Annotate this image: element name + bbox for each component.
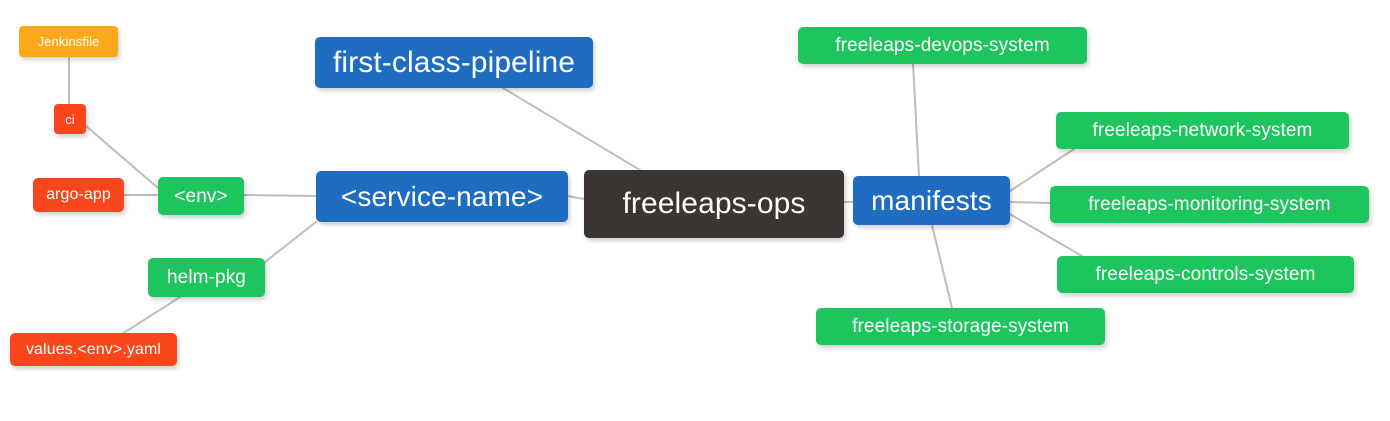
- edge-manifests-to-freeleaps-network-system: [1009, 148, 1075, 192]
- node-label-freeleaps-monitoring-system: freeleaps-monitoring-system: [1088, 194, 1331, 215]
- node-label-freeleaps-ops: freeleaps-ops: [622, 187, 806, 220]
- node-manifests[interactable]: manifests: [853, 176, 1010, 225]
- edge-manifests-to-freeleaps-devops-system: [912, 63, 920, 177]
- node-label-freeleaps-controls-system: freeleaps-controls-system: [1095, 264, 1316, 285]
- node-label-manifests: manifests: [871, 184, 992, 216]
- node-label-helm-pkg: helm-pkg: [167, 267, 246, 288]
- node-label-env: <env>: [174, 185, 228, 207]
- node-service-name[interactable]: <service-name>: [316, 171, 568, 222]
- node-label-first-class-pipeline: first-class-pipeline: [332, 45, 576, 79]
- node-jenkinsfile[interactable]: Jenkinsfile: [19, 26, 118, 57]
- node-freeleaps-ops[interactable]: freeleaps-ops: [584, 170, 844, 238]
- edge-helm-pkg-to-values-env-yaml: [121, 296, 181, 335]
- node-freeleaps-storage-system[interactable]: freeleaps-storage-system: [816, 308, 1105, 345]
- node-label-freeleaps-devops-system: freeleaps-devops-system: [835, 35, 1050, 56]
- node-label-values-env-yaml: values.<env>.yaml: [25, 340, 162, 358]
- node-label-freeleaps-network-system: freeleaps-network-system: [1092, 120, 1313, 141]
- edge-service-name-to-helm-pkg: [264, 221, 317, 263]
- edge-service-name-to-freeleaps-ops: [567, 195, 585, 200]
- node-values-env-yaml[interactable]: values.<env>.yaml: [10, 333, 177, 366]
- node-freeleaps-network-system[interactable]: freeleaps-network-system: [1056, 112, 1349, 149]
- edge-first-class-pipeline-to-freeleaps-ops: [502, 87, 641, 171]
- node-label-jenkinsfile: Jenkinsfile: [37, 34, 100, 49]
- edge-manifests-to-freeleaps-storage-system: [931, 224, 953, 309]
- node-first-class-pipeline[interactable]: first-class-pipeline: [315, 37, 593, 88]
- node-label-service-name: <service-name>: [340, 180, 544, 212]
- node-label-freeleaps-storage-system: freeleaps-storage-system: [852, 316, 1069, 337]
- node-freeleaps-controls-system[interactable]: freeleaps-controls-system: [1057, 256, 1354, 293]
- edge-env-to-service-name: [243, 194, 317, 197]
- node-env[interactable]: <env>: [158, 177, 244, 215]
- node-label-ci: ci: [65, 111, 75, 127]
- node-freeleaps-devops-system[interactable]: freeleaps-devops-system: [798, 27, 1087, 64]
- edge-manifests-to-freeleaps-monitoring-system: [1009, 201, 1051, 204]
- node-helm-pkg[interactable]: helm-pkg: [148, 258, 265, 297]
- node-argo-app[interactable]: argo-app: [33, 178, 124, 212]
- node-freeleaps-monitoring-system[interactable]: freeleaps-monitoring-system: [1050, 186, 1369, 223]
- node-ci[interactable]: ci: [54, 104, 86, 134]
- node-label-argo-app: argo-app: [46, 186, 111, 203]
